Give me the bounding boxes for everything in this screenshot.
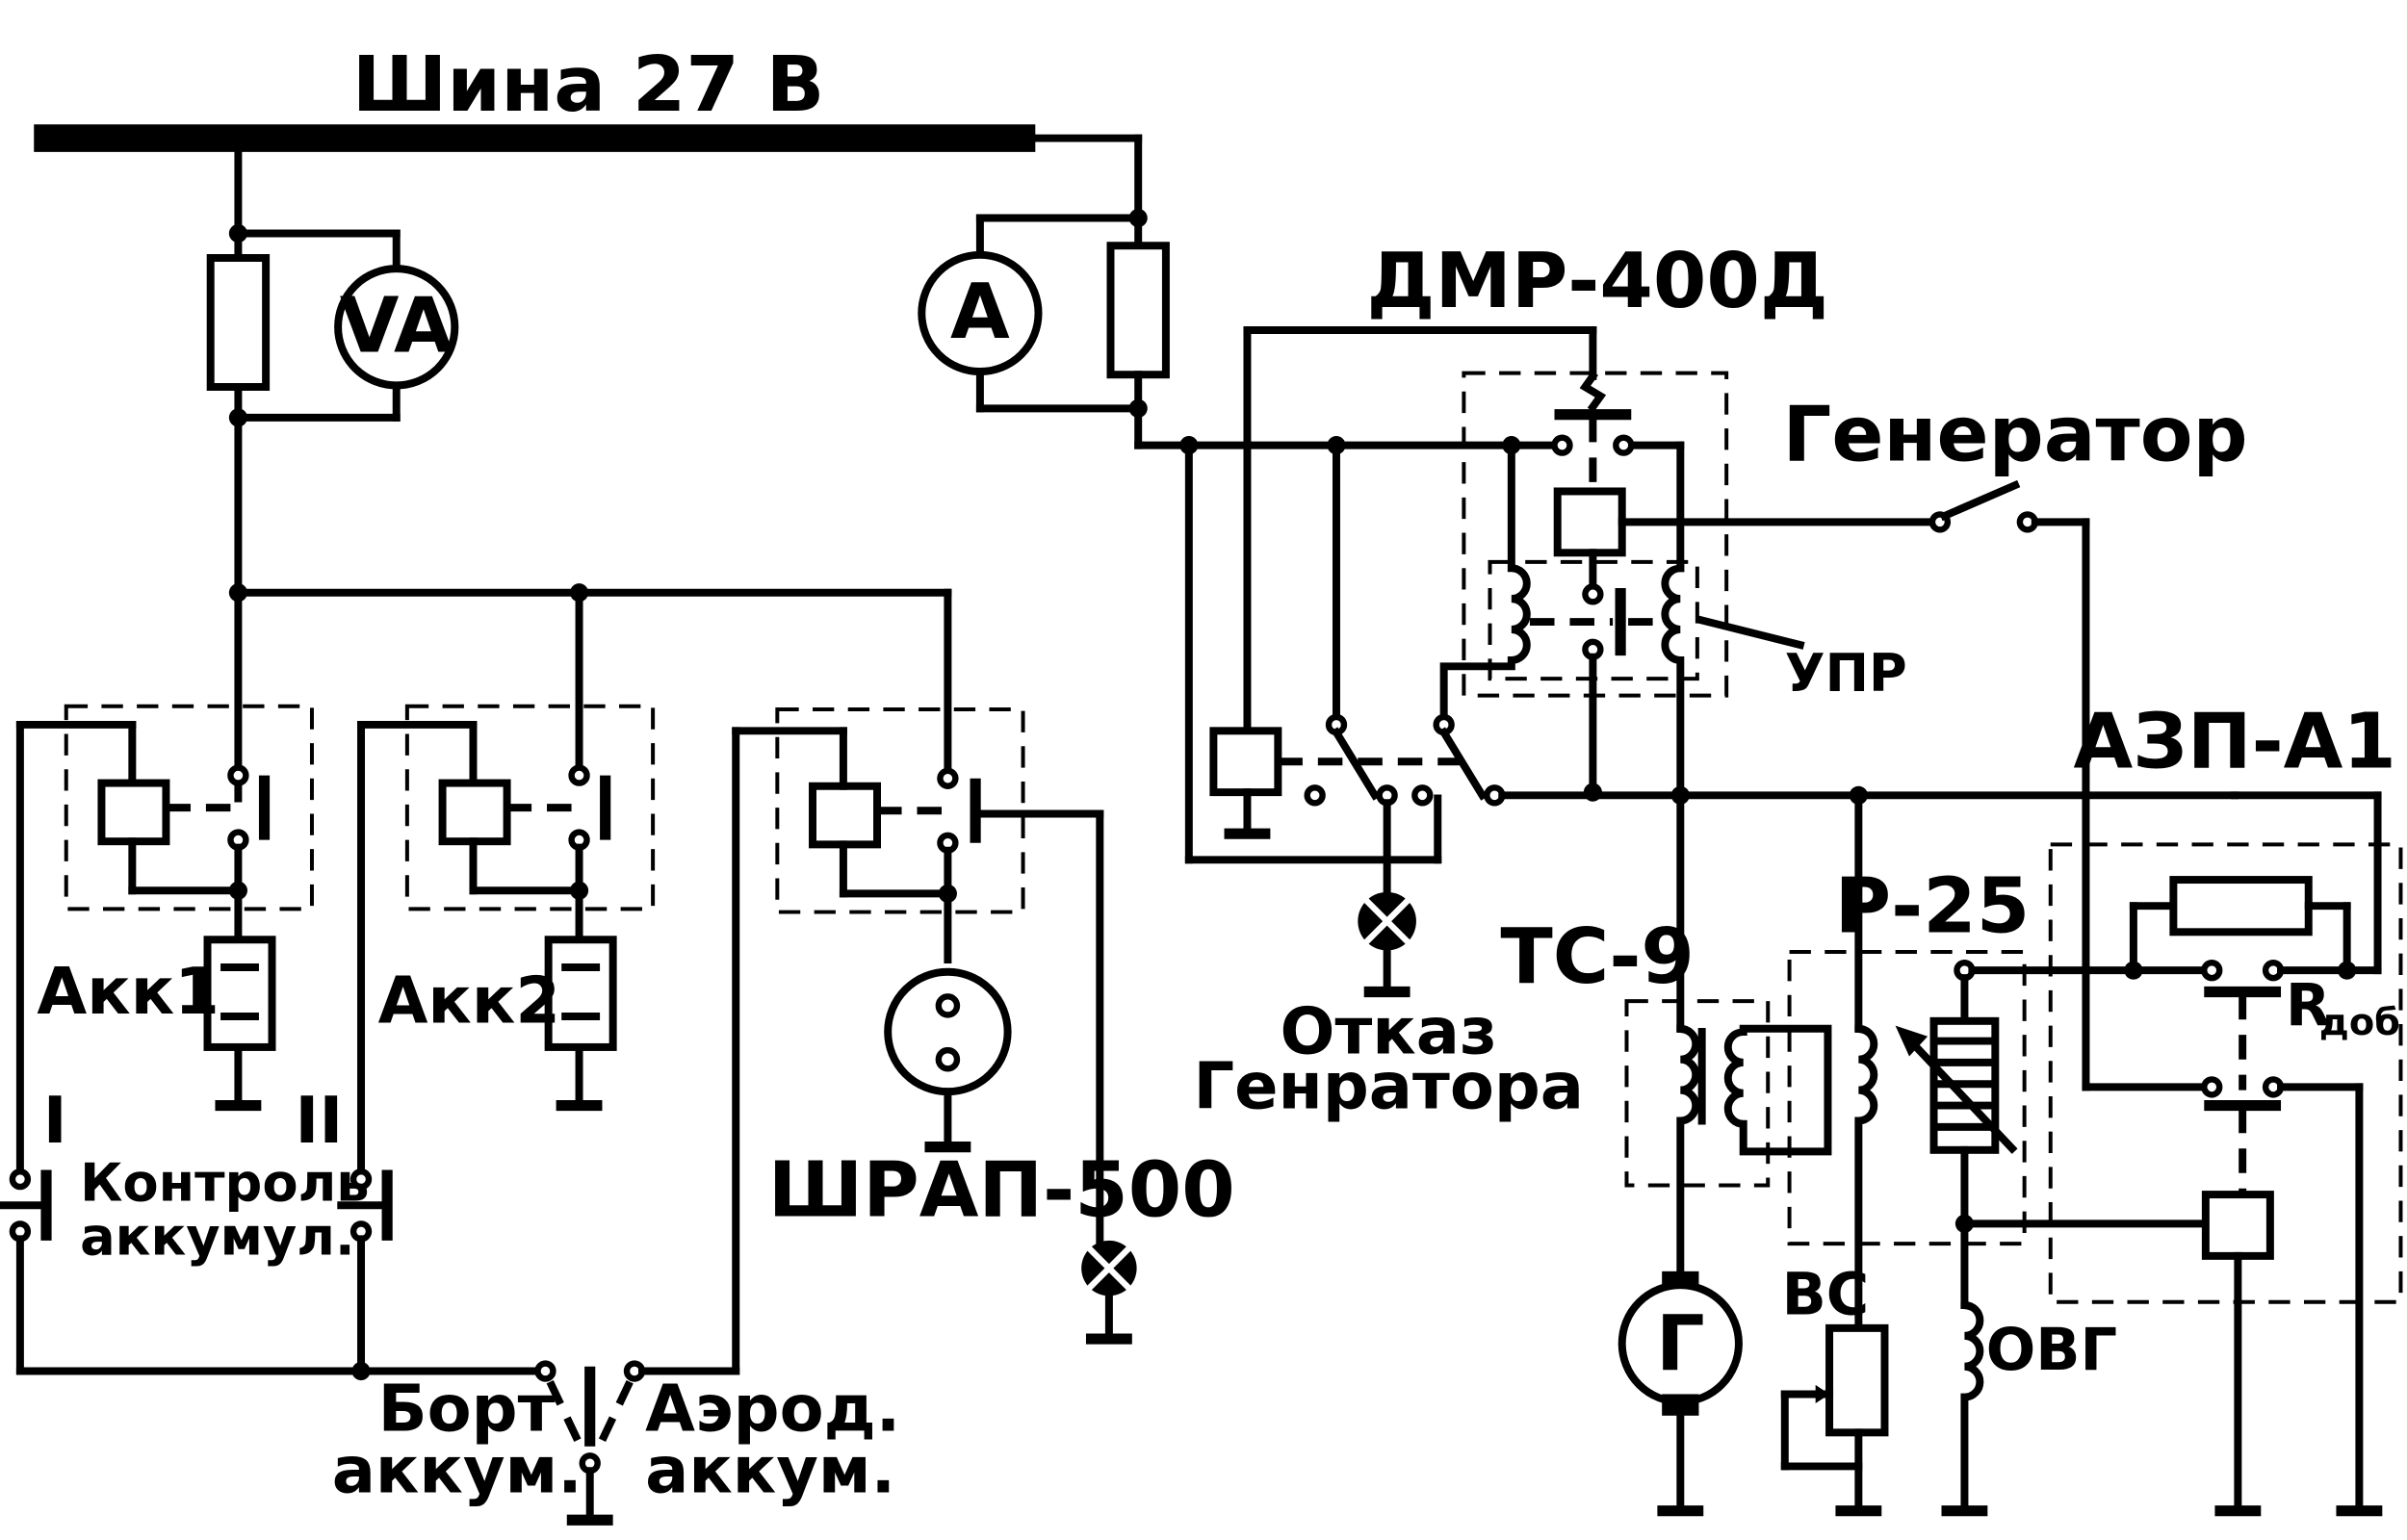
generator-switch-label: Генератор xyxy=(1783,390,2248,479)
bus-27v xyxy=(34,124,1143,803)
ovg-winding xyxy=(1941,1300,1988,1517)
aerod-label-line1: Аэрод. xyxy=(645,1372,900,1447)
contactor-akk1 xyxy=(15,704,314,1176)
vs-label: ВС xyxy=(1782,1262,1870,1329)
ammeter-label: A xyxy=(950,267,1010,356)
vs-rheostat xyxy=(1780,1323,1889,1517)
r25-regulator xyxy=(1787,791,2210,1332)
dmr-400d xyxy=(1439,325,1940,797)
battery-akk1 xyxy=(203,936,276,1112)
ovg-label: ОВГ xyxy=(1986,1317,2117,1384)
akk1-label: Акк1 xyxy=(37,954,219,1029)
board-aerod-selector xyxy=(15,1360,740,1526)
aerod-label-line2: аккум. xyxy=(645,1433,895,1508)
failure-label-line2: Генратора xyxy=(1193,1049,1584,1124)
battery-bus xyxy=(228,583,952,780)
board-label-line2: аккум. xyxy=(332,1433,582,1508)
contactor-shrap xyxy=(732,706,1104,1375)
board-label-line1: Борт xyxy=(378,1372,556,1447)
generator-switch xyxy=(1928,479,2216,1091)
akk2-label: Акк2 xyxy=(378,962,560,1038)
battery-akk2 xyxy=(544,936,617,1112)
r-add-subscript: доб xyxy=(2319,1001,2400,1044)
roman-ii-label: II xyxy=(295,1083,343,1158)
control-button-ii xyxy=(337,1168,393,1375)
roman-i-label: I xyxy=(43,1083,67,1158)
ammeter xyxy=(918,250,1043,376)
azp-a1 xyxy=(1968,791,2403,1517)
shrap-label: ШРАП-500 xyxy=(768,1144,1235,1234)
failure-relay xyxy=(1209,325,2239,895)
voltammeter-shunt xyxy=(206,223,459,427)
contactor-akk2 xyxy=(357,704,656,1176)
voltammeter xyxy=(334,265,459,390)
failure-lamp-icon xyxy=(1358,891,1416,998)
dmr-label: ДМР-400Д xyxy=(1366,236,1827,325)
ts9-label: ТС-9 xyxy=(1500,911,1695,1001)
upr-label: УПР xyxy=(1785,643,1907,704)
control-label-line2: аккумул. xyxy=(80,1206,354,1267)
generator-feed xyxy=(1134,436,1685,864)
control-button-i xyxy=(0,1168,52,1375)
voltammeter-label: VA xyxy=(340,280,453,370)
r-add-label: R xyxy=(2286,973,2331,1040)
generator-g xyxy=(1618,1270,1743,1517)
bus-label: Шина 27 В xyxy=(352,39,825,129)
failure-label-line1: Отказ xyxy=(1281,993,1497,1068)
ts9-transformer xyxy=(1624,791,1832,1275)
control-label-line1: Контроль xyxy=(80,1152,370,1213)
lamp-shrap-icon xyxy=(1081,1240,1137,1345)
r25-label: Р-25 xyxy=(1835,860,2031,950)
ground-power-socket xyxy=(884,967,1012,1153)
azp-label: АЗП-А1 xyxy=(2073,697,2395,786)
ammeter-shunt xyxy=(918,208,1170,449)
generator-symbol-label: Г xyxy=(1656,1298,1705,1388)
